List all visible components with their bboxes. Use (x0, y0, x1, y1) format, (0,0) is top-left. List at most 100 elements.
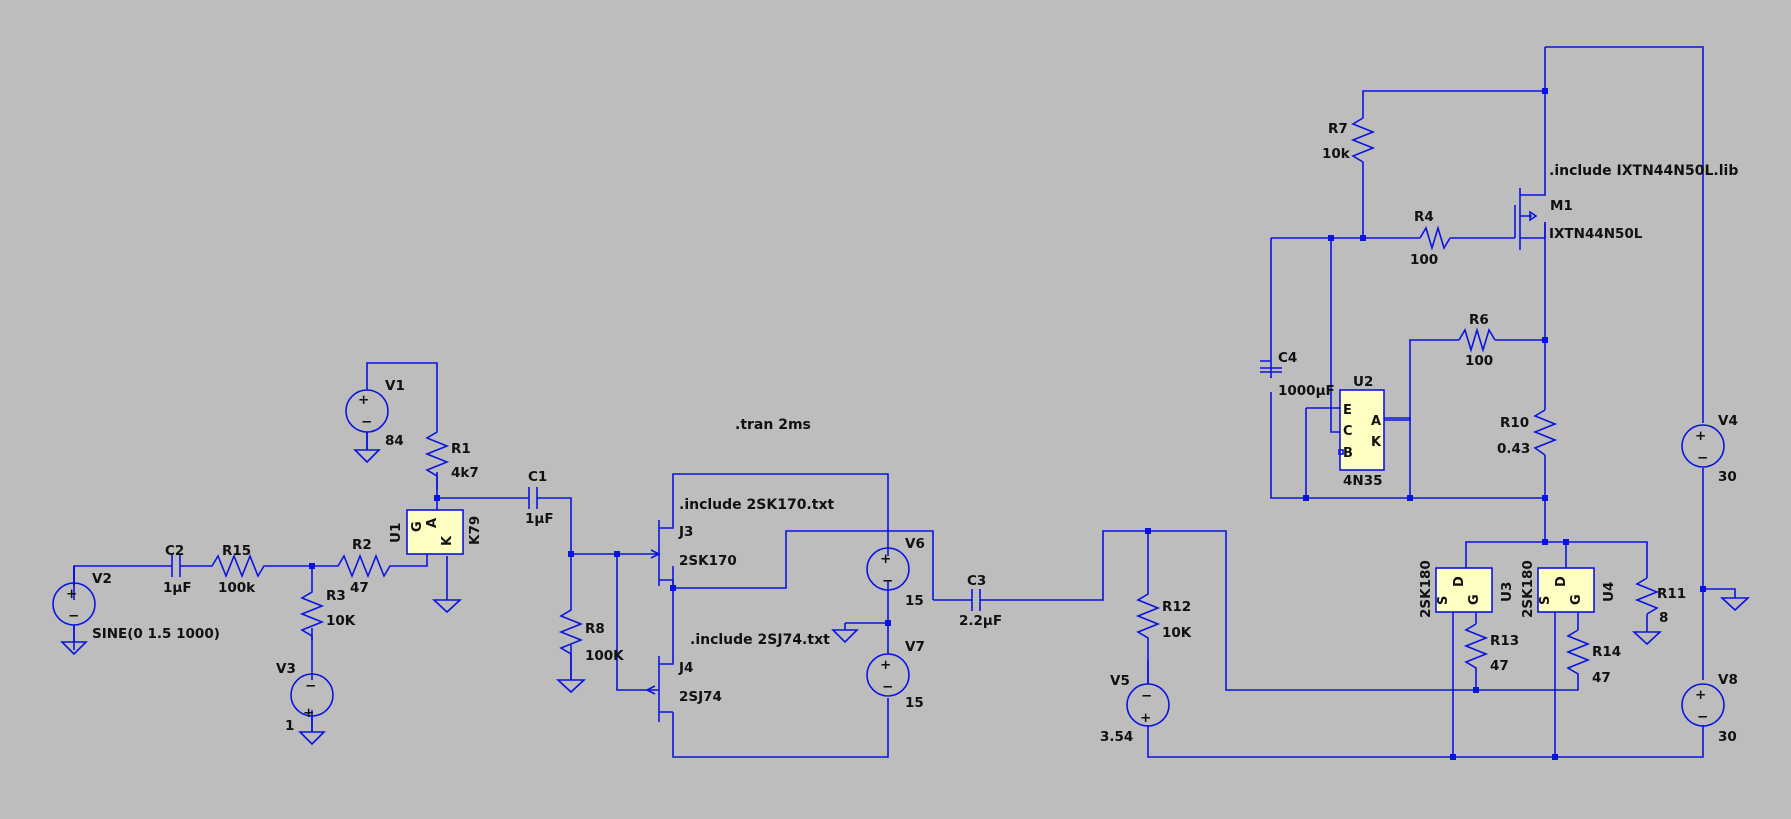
label-r1-name: R1 (451, 441, 471, 457)
ground-icon (1719, 597, 1751, 612)
junction-dot (1563, 539, 1569, 545)
resistor-r11[interactable]: R11 8 (1634, 577, 1686, 626)
wire (1384, 339, 1459, 421)
junction-dot (885, 620, 891, 626)
directive-include-2sk170[interactable]: .include 2SK170.txt (679, 497, 834, 513)
wire (1703, 588, 1736, 598)
junction-dot (1542, 495, 1548, 501)
wire (845, 580, 889, 654)
chip-u2[interactable]: E C B A K U2 4N35 (1338, 374, 1385, 489)
voltage-source-v5[interactable]: − + V5 3.54 (1100, 673, 1170, 745)
label-r10-name: R10 (1500, 415, 1529, 431)
label-m1-value: IXTN44N50L (1549, 226, 1643, 242)
label-r4-name: R4 (1414, 209, 1434, 225)
pin-u3-g: G (1467, 594, 1482, 605)
voltage-source-v2[interactable]: + − V2 SINE(0 1.5 1000) (52, 571, 220, 656)
label-c2-value: 1µF (163, 580, 192, 596)
wire (672, 698, 889, 758)
resistor-r7[interactable]: R7 10k (1322, 117, 1376, 163)
wire (672, 473, 889, 556)
chip-u3[interactable]: S D G U3 2SK180 (1418, 560, 1515, 618)
capacitor-c4[interactable]: C4 1000µF (1260, 350, 1335, 399)
junction-dot (614, 551, 620, 557)
label-v3-name: V3 (276, 661, 296, 677)
label-j3-name: J3 (678, 524, 693, 540)
junction-dot (1303, 495, 1309, 501)
svg-text:+: + (880, 551, 891, 567)
svg-text:+: + (358, 392, 369, 408)
voltage-source-v3[interactable]: − + V3 1 (276, 661, 334, 746)
label-r13-name: R13 (1490, 633, 1519, 649)
junction-dot (1542, 539, 1548, 545)
junction-dot (1542, 88, 1548, 94)
capacitor-c1[interactable]: C1 1µF (525, 469, 554, 527)
voltage-source-v6[interactable]: + − V6 15 (866, 536, 925, 609)
resistor-r10[interactable]: R10 0.43 (1497, 409, 1558, 457)
voltage-source-v7[interactable]: + − V7 15 (831, 623, 925, 711)
voltage-source-v4[interactable]: + − V4 30 (1681, 413, 1738, 485)
voltage-source-v1[interactable]: + − V1 84 (345, 378, 405, 464)
label-u2-value: 4N35 (1343, 473, 1382, 489)
label-r3-value: 10K (326, 613, 356, 629)
label-r15-name: R15 (222, 543, 251, 559)
junction-dot (1473, 687, 1479, 693)
resistor-r2[interactable]: R2 47 (330, 537, 392, 596)
directive-include-2sj74[interactable]: .include 2SJ74.txt (690, 632, 830, 648)
resistor-r14[interactable]: R14 47 (1565, 629, 1621, 686)
jfet-j4[interactable]: J4 2SJ74 (645, 640, 722, 722)
resistor-r6[interactable]: R6 100 (1458, 312, 1496, 369)
mosfet-m1[interactable]: M1 IXTN44N50L (1514, 185, 1643, 250)
label-v4-name: V4 (1718, 413, 1738, 429)
label-r3-name: R3 (326, 588, 346, 604)
capacitor-c2[interactable]: C2 1µF (163, 543, 192, 596)
directive-tran[interactable]: .tran 2ms (735, 417, 811, 433)
voltage-source-v8[interactable]: + − V8 30 (1681, 672, 1738, 745)
label-r11-name: R11 (1657, 586, 1686, 602)
label-r14-name: R14 (1592, 644, 1621, 660)
wire (1330, 238, 1340, 433)
pin-u2-b: B (1343, 446, 1353, 461)
label-j4-name: J4 (678, 660, 693, 676)
resistor-r3[interactable]: R3 10K (299, 588, 356, 640)
ground-icon (1631, 631, 1663, 646)
jfet-j3[interactable]: J3 2SK170 (647, 500, 737, 588)
chip-u4[interactable]: S D G U4 2SK180 (1520, 560, 1617, 618)
junction-dot (1407, 495, 1413, 501)
label-v3-value: 1 (285, 718, 294, 734)
label-v5-name: V5 (1110, 673, 1130, 689)
label-v1-value: 84 (385, 433, 404, 449)
wire (1476, 612, 1579, 691)
label-r1-value: 4k7 (451, 465, 479, 481)
resistor-r12[interactable]: R12 10K (1135, 570, 1192, 684)
label-u2-name: U2 (1353, 374, 1373, 390)
pin-u3-d: D (1452, 576, 1467, 587)
label-u1-value: K79 (467, 516, 483, 545)
resistor-r1[interactable]: R1 4k7 (424, 426, 479, 490)
wire (1270, 392, 1545, 499)
capacitor-c3[interactable]: C3 2.2µF (959, 573, 1002, 629)
resistor-r15[interactable]: R15 100k (202, 543, 268, 596)
label-c3-name: C3 (967, 573, 986, 589)
resistor-r4[interactable]: R4 100 (1410, 209, 1451, 268)
svg-text:−: − (1697, 709, 1708, 725)
directive-include-ixtn44n50l[interactable]: .include IXTN44N50L.lib (1549, 163, 1738, 179)
wire (1566, 541, 1648, 578)
svg-text:−: − (361, 414, 372, 430)
label-v4-value: 30 (1718, 469, 1737, 485)
label-r8-value: 100K (585, 648, 624, 664)
ground-icon (555, 679, 587, 694)
svg-text:+: + (1695, 428, 1706, 444)
label-v2-value: SINE(0 1.5 1000) (92, 626, 220, 642)
label-r7-value: 10k (1322, 146, 1351, 162)
pin-u4-g: G (1569, 594, 1584, 605)
resistor-r13[interactable]: R13 47 (1463, 623, 1519, 676)
junction-dot (1360, 235, 1366, 241)
svg-text:−: − (1141, 688, 1152, 704)
resistor-r8[interactable]: R8 100K (558, 605, 624, 680)
wire (673, 530, 934, 600)
wire (1545, 46, 1704, 423)
chip-u1[interactable]: G A K U1 K79 (388, 509, 483, 555)
pin-u1-k: K (440, 535, 455, 546)
label-u4-name: U4 (1601, 582, 1617, 602)
